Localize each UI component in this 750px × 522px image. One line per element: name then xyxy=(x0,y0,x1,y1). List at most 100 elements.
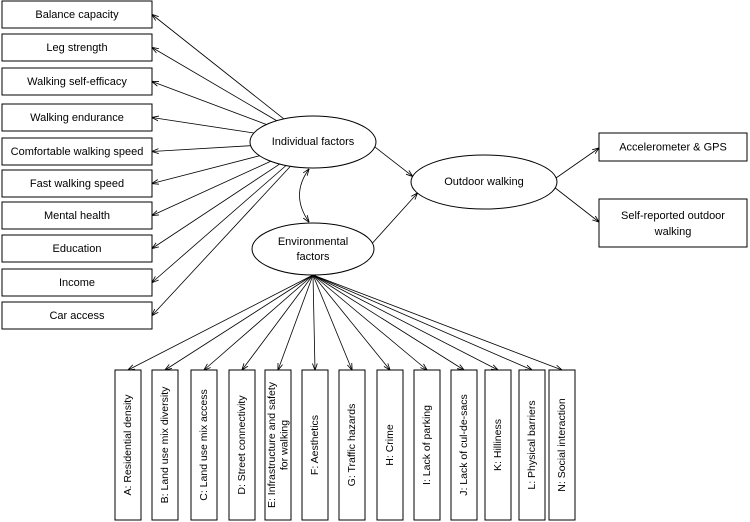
individual-factor-box: Walking self-efficacy xyxy=(1,67,153,96)
environmental-factors-ellipse xyxy=(251,222,375,276)
environmental-factor-box: K: Hilliness xyxy=(484,369,512,521)
individual-factor-label: Mental health xyxy=(44,210,110,222)
environmental-to-outdoor-arrow xyxy=(372,193,417,244)
individual-factor-rect xyxy=(1,0,153,29)
environmental-factor-rect xyxy=(301,369,329,521)
environmental-factor-box: N: Social interaction xyxy=(548,369,576,521)
environmental-factor-rect xyxy=(518,369,546,521)
individual-factor-box: Walking endurance xyxy=(1,103,153,132)
environmental-factor-label-group: A: Residential density xyxy=(122,394,134,496)
environmental-factor-rect xyxy=(338,369,366,521)
environmental-factor-label-line2: for walking xyxy=(278,420,290,470)
environmental-factor-label: H: Crime xyxy=(384,424,396,466)
environmental-factor-box: F: Aesthetics xyxy=(301,369,329,521)
outdoor-walking-label: Outdoor walking xyxy=(444,176,524,188)
environmental-factor-label: A: Residential density xyxy=(122,394,134,496)
environmental-factor-rect xyxy=(114,369,142,521)
environmental-to-item-arrow xyxy=(312,274,352,370)
environmental-factor-label-group: B: Land use mix diversity xyxy=(159,386,171,503)
individual-to-item-arrow xyxy=(152,165,287,283)
individual-factors-label: Individual factors xyxy=(272,136,355,148)
environmental-factors-label-line1: Environmental xyxy=(278,236,348,248)
accelerometer-box: Accelerometer & GPS xyxy=(598,132,748,162)
accelerometer-label: Accelerometer & GPS xyxy=(619,141,727,153)
individual-factor-rect xyxy=(1,268,153,297)
self-reported-box: Self-reported outdoor walking xyxy=(598,198,748,248)
individual-factor-box: Education xyxy=(1,234,153,263)
self-reported-label-line2: walking xyxy=(654,226,692,238)
individual-factor-rect xyxy=(1,169,153,198)
environmental-factor-label: J: Lack of cul-de-sacs xyxy=(458,394,470,496)
environmental-factor-box: H: Crime xyxy=(376,369,404,521)
individual-factor-rect xyxy=(1,67,153,96)
individual-to-item-arrow xyxy=(152,145,251,152)
environmental-to-item-arrow xyxy=(204,274,314,370)
individual-factor-label: Walking self-efficacy xyxy=(27,76,127,88)
environmental-factor-label-group: K: Hilliness xyxy=(492,419,504,471)
individual-to-item-arrow xyxy=(152,163,280,248)
environmental-to-item-arrow xyxy=(312,274,562,370)
individual-to-item-arrow xyxy=(152,82,267,125)
environmental-factor-box: C: Land use mix access xyxy=(190,369,218,521)
individual-factors-node: Individual factors xyxy=(249,115,377,169)
correlation-double-arrow xyxy=(299,169,310,222)
environmental-to-item-arrow xyxy=(278,274,314,370)
environmental-factor-box: J: Lack of cul-de-sacs xyxy=(450,369,478,521)
individual-factor-label: Car access xyxy=(49,310,105,322)
individual-factor-rect xyxy=(1,103,153,132)
environmental-factor-box: I: Lack of parking xyxy=(413,369,441,521)
environmental-factor-rect xyxy=(151,369,179,521)
environmental-to-item-arrow xyxy=(312,274,498,370)
environmental-factor-box: L: Physical barriers xyxy=(518,369,546,521)
individual-factor-rect xyxy=(1,301,153,330)
environmental-factors-node: Environmental factors xyxy=(251,222,375,276)
individual-factor-rect xyxy=(1,201,153,230)
environmental-factor-rect xyxy=(190,369,218,521)
environmental-to-item-arrow xyxy=(312,274,427,370)
environmental-to-item-arrow xyxy=(312,274,532,370)
individual-to-item-arrow xyxy=(152,155,260,184)
individual-factor-box: Balance capacity xyxy=(1,0,153,29)
self-reported-rect xyxy=(598,198,748,248)
environmental-factor-label: I: Lack of parking xyxy=(421,405,433,485)
environmental-factor-rect xyxy=(264,369,292,521)
individual-factor-label: Comfortable walking speed xyxy=(11,146,144,158)
outdoor-walking-node: Outdoor walking xyxy=(410,154,558,210)
environmental-factor-box: D: Street connectivity xyxy=(228,369,256,521)
environmental-factor-rect xyxy=(484,369,512,521)
environmental-factor-label: B: Land use mix diversity xyxy=(159,386,171,503)
environmental-factor-rect xyxy=(376,369,404,521)
environmental-factor-rect xyxy=(413,369,441,521)
environmental-factor-box: B: Land use mix diversity xyxy=(151,369,179,521)
environmental-to-item-arrow xyxy=(312,274,390,370)
outdoor-walking-ellipse xyxy=(410,154,558,210)
individual-factor-rect xyxy=(1,234,153,263)
self-reported-label-line1: Self-reported outdoor xyxy=(621,210,725,222)
environmental-factors-label-line2: factors xyxy=(296,251,330,263)
individual-factor-label: Balance capacity xyxy=(35,9,119,21)
individual-factor-label: Leg strength xyxy=(46,42,107,54)
individual-factors-ellipse xyxy=(249,115,377,169)
outdoor-to-self-reported-arrow xyxy=(553,186,599,222)
environmental-to-item-arrow xyxy=(165,274,314,370)
individual-to-item-arrow xyxy=(152,15,285,120)
environmental-factor-label-group: G: Traffic hazards xyxy=(346,404,358,487)
environmental-to-item-arrow xyxy=(313,274,315,370)
environmental-to-item-arrow xyxy=(128,274,314,370)
environmental-factor-label: K: Hilliness xyxy=(492,419,504,471)
environmental-factor-label-group: N: Social interaction xyxy=(556,398,568,492)
individual-factor-rect xyxy=(1,33,153,62)
environmental-factor-label-line1: E: Infrastructure and safety xyxy=(266,381,278,508)
accelerometer-rect xyxy=(598,132,748,162)
individual-factor-box: Leg strength xyxy=(1,33,153,62)
environmental-factor-box: G: Traffic hazards xyxy=(338,369,366,521)
individual-to-outdoor-arrow xyxy=(374,146,413,176)
environmental-factor-label: F: Aesthetics xyxy=(309,415,321,475)
individual-factor-box: Comfortable walking speed xyxy=(1,137,153,166)
individual-factor-box: Income xyxy=(1,268,153,297)
individual-factor-label: Education xyxy=(53,243,102,255)
environmental-factor-label-group: I: Lack of parking xyxy=(421,405,433,485)
environmental-to-item-arrow xyxy=(242,274,314,370)
